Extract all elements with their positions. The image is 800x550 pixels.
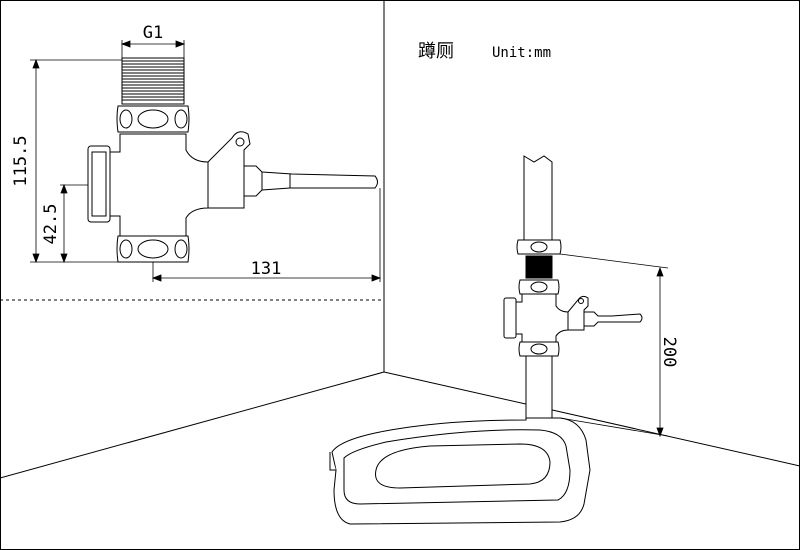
valve-body: [107, 133, 209, 237]
room-corner-lines: [0, 300, 800, 479]
unit-label: Unit:mm: [492, 45, 551, 61]
thread-hatching: [122, 60, 184, 101]
dimension-200: 200: [659, 337, 679, 368]
thread-connector: [121, 57, 185, 105]
install-lever: [583, 311, 643, 327]
install-valve-body: [513, 293, 569, 343]
inlet-port: [87, 145, 111, 223]
dimension-131: 131: [251, 259, 282, 279]
dimension-g1: G1: [143, 23, 163, 43]
installation-view: [329, 155, 643, 525]
lower-pipe: [525, 355, 553, 419]
upper-pipe: [523, 155, 553, 241]
lever-handle: [243, 165, 378, 197]
dimension-42-5: 42.5: [41, 204, 61, 245]
install-thread: [525, 255, 553, 279]
flush-valve-detail: [87, 57, 378, 263]
valve-dimensions: [30, 40, 382, 282]
dimension-115-5: 115.5: [11, 135, 31, 186]
install-dimension: [559, 253, 669, 438]
page-title: 蹲厕: [418, 41, 454, 62]
